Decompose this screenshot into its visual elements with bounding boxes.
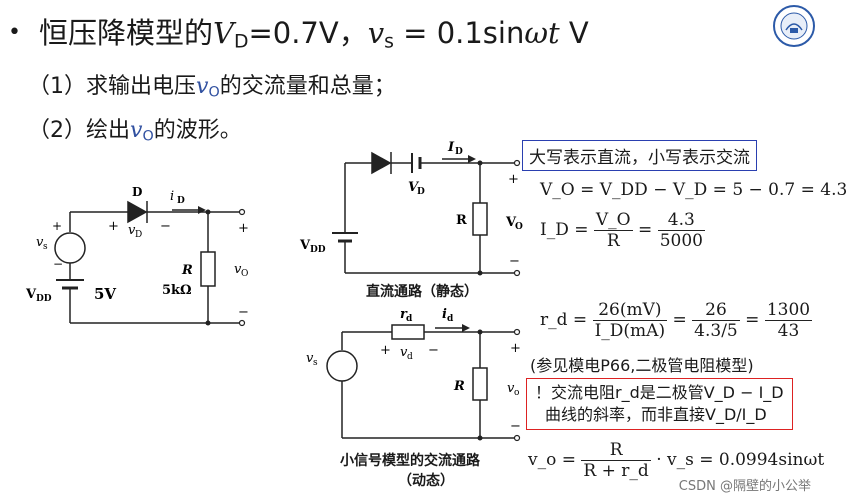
svg-text:+: + [510,341,521,356]
question-1: （1）求输出电压vO的交流量和总量； [28,74,396,101]
svg-text:v: v [234,262,242,277]
svg-text:O: O [241,269,248,279]
svg-text:D: D [177,196,185,206]
svg-text:v: v [400,345,408,360]
svg-text:R: R [456,213,467,228]
svg-text:DD: DD [310,245,326,255]
svg-text:−: − [428,343,439,358]
svg-text:DD: DD [36,294,52,304]
ac-circuit: r d i d + v d − v s R + v o − [306,307,521,442]
svg-text:D: D [135,230,142,240]
svg-text:d: d [406,314,413,324]
dc-circuit: I D V D V DD R + V O − [299,140,523,277]
svg-text:+: + [52,219,62,233]
diode-label: D [132,185,142,199]
svg-text:s: s [313,358,318,368]
svg-text:v: v [507,381,515,396]
svg-text:I: I [447,140,455,155]
svg-text:−: − [238,305,249,320]
svg-text:+: + [238,221,249,236]
svg-text:V: V [25,287,37,302]
svg-text:+: + [108,219,119,234]
svg-text:D: D [417,187,425,197]
svg-text:−: − [509,254,520,269]
svg-text:v: v [128,223,136,238]
svg-text:D: D [455,147,463,157]
dc-caption: 直流通路（静态） [366,284,478,300]
ac-caption-2: （动态） [398,473,454,489]
svg-text:v: v [36,235,44,250]
watermark: CSDN @隔壁的小公举 [678,479,811,494]
svg-text:O: O [515,222,523,232]
svg-text:+: + [508,172,519,187]
svg-text:5V: 5V [94,285,116,303]
svg-text:d: d [407,352,413,362]
svg-text:i: i [170,189,174,204]
svg-text:+: + [380,343,391,358]
svg-text:s: s [43,242,48,252]
original-circuit: D i D + v D − + − v s V DD 5V R 5kΩ + v … [25,185,249,327]
svg-text:R: R [181,263,193,278]
ac-caption-1: 小信号模型的交流通路 [340,453,480,469]
eq-vo-dc: V_O = V_DD − V_D = 5 − 0.7 = 4.3 [540,180,847,200]
svg-text:V: V [408,180,420,195]
svg-text:R: R [453,379,465,394]
warning-box: ！交流电阻r_d是二极管V_D − I_D 曲线的斜率，而非直接V_D/I_D [526,378,793,430]
svg-text:V: V [505,215,517,230]
university-logo [772,4,816,48]
svg-text:d: d [447,314,454,324]
reference-note: (参见模电P66,二极管电阻模型) [530,356,754,375]
svg-text:i: i [442,307,447,322]
svg-text:o: o [514,388,519,398]
svg-text:r: r [400,307,408,322]
svg-text:V: V [299,238,311,253]
question-2: （2）绘出vO的波形。 [28,118,242,145]
bullet: • [8,20,21,45]
svg-text:v: v [306,351,314,366]
slide-title: •恒压降模型的VD=0.7V，vs = 0.1sinωt V [8,16,589,53]
svg-text:−: − [510,419,521,434]
svg-text:5kΩ: 5kΩ [162,283,192,298]
note-dc-ac-case: 大写表示直流，小写表示交流 [522,140,757,171]
svg-text:−: − [160,219,171,234]
svg-text:−: − [53,257,63,271]
